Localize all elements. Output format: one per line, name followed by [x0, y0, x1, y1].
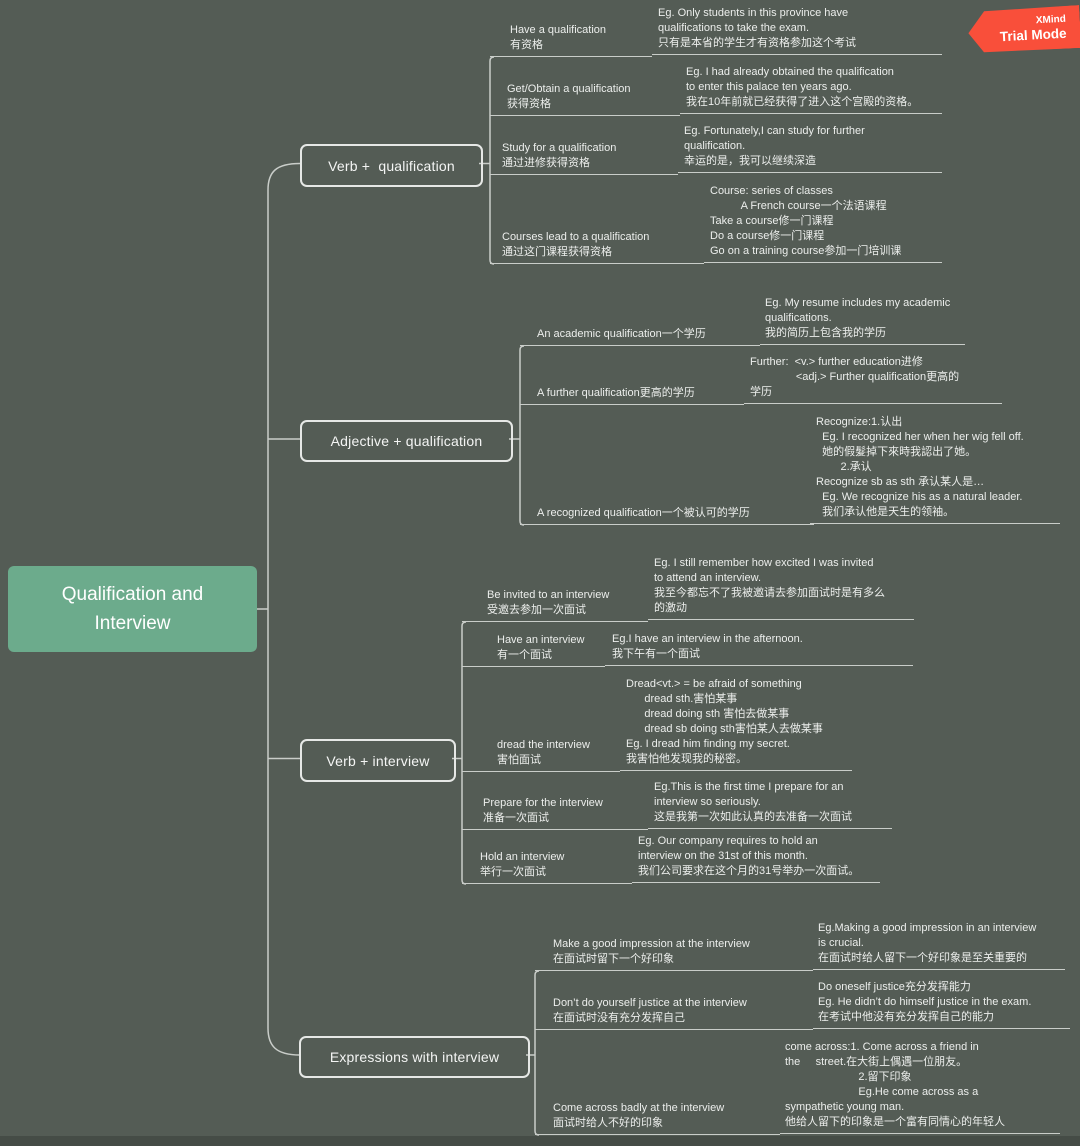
detail-topic[interactable]: Eg. Only students in this province have …	[652, 6, 942, 55]
subtopic[interactable]: Have an interview 有一个面试	[462, 633, 605, 667]
main-topic-verb-qualification[interactable]: Verb + qualification	[300, 144, 483, 187]
bottom-bar	[0, 1136, 1080, 1146]
trunk-connector	[257, 162, 301, 1056]
subtopic[interactable]: Come across badly at the interview 面试时给人…	[535, 1101, 780, 1135]
main-topic-adjective-qualification[interactable]: Adjective + qualification	[300, 420, 513, 462]
subtopic[interactable]: Make a good impression at the interview …	[535, 937, 813, 971]
detail-topic[interactable]: Eg.This is the first time I prepare for …	[648, 780, 892, 829]
subtopic[interactable]: Prepare for the interview 准备一次面试	[462, 796, 648, 830]
subtopic[interactable]: A further qualification更高的学历	[520, 386, 744, 405]
subtopic[interactable]: A recognized qualification一个被认可的学历	[520, 506, 814, 525]
subtopic[interactable]: Have a qualification 有资格	[490, 23, 652, 57]
trial-mode-badge: XMind Trial Mode	[967, 5, 1080, 54]
detail-topic[interactable]: Eg. My resume includes my academic quali…	[760, 296, 965, 345]
subtopic[interactable]: Get/Obtain a qualification 获得资格	[490, 82, 680, 116]
detail-topic[interactable]: Eg. I still remember how excited I was i…	[648, 556, 914, 620]
detail-topic[interactable]: Eg. Fortunately,I can study for further …	[678, 124, 942, 173]
main-topic-expressions-interview[interactable]: Expressions with interview	[299, 1036, 530, 1078]
detail-topic[interactable]: Dread<vt.> = be afraid of something drea…	[620, 677, 852, 771]
subtopic[interactable]: Be invited to an interview 受邀去参加一次面试	[462, 588, 648, 622]
detail-topic[interactable]: Recognize:1.认出 Eg. I recognized her when…	[810, 415, 1060, 524]
detail-topic[interactable]: Eg. Our company requires to hold an inte…	[632, 834, 880, 883]
subtopic[interactable]: An academic qualification一个学历	[520, 327, 760, 346]
main-topic-verb-interview[interactable]: Verb + interview	[300, 739, 456, 782]
detail-topic[interactable]: Eg. I had already obtained the qualifica…	[680, 65, 942, 114]
subtopic[interactable]: Hold an interview 举行一次面试	[462, 850, 632, 884]
detail-topic[interactable]: come across:1. Come across a friend in t…	[780, 1040, 1060, 1134]
subtopic[interactable]: dread the interview 害怕面试	[462, 738, 620, 772]
detail-topic[interactable]: Eg.Making a good impression in an interv…	[813, 921, 1065, 970]
subtopic[interactable]: Study for a qualification 通过进修获得资格	[490, 141, 678, 175]
detail-topic[interactable]: Further: <v.> further education进修 <adj.>…	[744, 355, 1002, 404]
detail-topic[interactable]: Eg.I have an interview in the afternoon.…	[605, 632, 913, 666]
detail-topic[interactable]: Course: series of classes A French cours…	[704, 184, 942, 263]
detail-topic[interactable]: Do oneself justice充分发挥能力 Eg. He didn’t d…	[813, 980, 1070, 1029]
subtopic[interactable]: Courses lead to a qualification 通过这门课程获得…	[490, 230, 704, 264]
badge-mode-label: Trial Mode	[999, 25, 1067, 45]
subtopic[interactable]: Don’t do yourself justice at the intervi…	[535, 996, 813, 1030]
root-topic[interactable]: Qualification and Interview	[8, 566, 257, 652]
